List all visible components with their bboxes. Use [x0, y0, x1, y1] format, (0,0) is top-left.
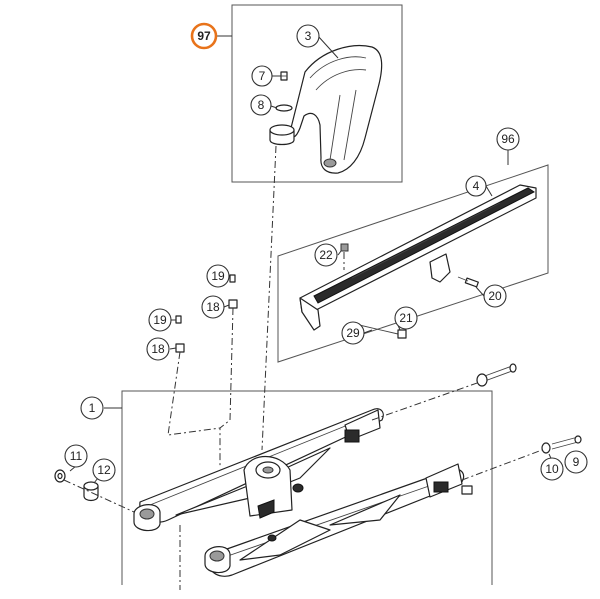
callout-18-lower-label: 18	[151, 342, 165, 356]
nut-part-22	[340, 243, 349, 252]
callout-29[interactable]: 29	[341, 321, 365, 345]
callout-1-circle	[80, 396, 104, 420]
group-frame-1	[121, 390, 493, 585]
callout-12[interactable]: 12	[92, 458, 116, 482]
nut-part-18-lower	[175, 343, 185, 353]
callout-22-circle	[314, 243, 338, 267]
callout-3-circle	[296, 24, 320, 48]
screw-part-7	[280, 71, 288, 81]
callout-19-upper[interactable]: 19	[206, 264, 230, 288]
callout-21-circle	[394, 306, 418, 330]
callout-7-label: 7	[259, 69, 266, 83]
callout-97-circle	[190, 22, 218, 50]
screw-part-21	[354, 323, 407, 339]
axis-line-97	[261, 145, 277, 451]
callout-9-label: 9	[573, 455, 580, 469]
axis-line-18-upper	[219, 307, 234, 468]
chain-guard-part	[299, 184, 537, 331]
screw-part-19-upper	[229, 274, 236, 283]
callout-8-label: 8	[258, 98, 265, 112]
callout-18-lower-circle	[146, 337, 170, 361]
callout-22[interactable]: 22	[314, 243, 338, 267]
axis-line-axle-upper	[371, 381, 481, 421]
callout-97[interactable]: 97	[190, 22, 218, 50]
callout-3[interactable]: 3	[296, 24, 320, 48]
callout-20-circle	[483, 284, 507, 308]
callout-29-label: 29	[346, 326, 360, 340]
callout-18-lower[interactable]: 18	[146, 337, 170, 361]
callout-9[interactable]: 9	[564, 450, 588, 474]
bushing-part-12	[83, 481, 99, 502]
callout-22-label: 22	[319, 248, 333, 262]
axis-line-18-lower	[167, 351, 221, 436]
callout-20-label: 20	[488, 289, 502, 303]
callout-19-lower-label: 19	[153, 313, 167, 327]
callout-19-upper-circle	[206, 264, 230, 288]
group-frame-97	[231, 4, 403, 183]
nut-part-18-upper	[228, 299, 238, 309]
callout-4-circle	[465, 175, 487, 197]
washer-part-8	[275, 104, 293, 112]
swingarm-part	[133, 408, 473, 577]
washer-part-11	[54, 469, 66, 483]
callout-1-label: 1	[89, 401, 96, 415]
callout-18-upper-label: 18	[206, 300, 220, 314]
callout-96-circle	[496, 127, 520, 151]
callout-97-label: 97	[197, 29, 211, 43]
callout-29-circle	[341, 321, 365, 345]
callout-20[interactable]: 20	[483, 284, 507, 308]
callout-11[interactable]: 11	[64, 444, 88, 468]
axle-bolt-upper	[476, 363, 517, 387]
callout-10-label: 10	[545, 462, 559, 476]
axis-line-axle-rear	[461, 449, 543, 481]
callout-96[interactable]: 96	[496, 127, 520, 151]
callout-18-upper-circle	[201, 295, 225, 319]
callout-11-label: 11	[70, 449, 83, 463]
callout-96-label: 96	[501, 132, 515, 146]
callout-7[interactable]: 7	[251, 65, 273, 87]
callout-21-label: 21	[399, 311, 413, 325]
callout-10[interactable]: 10	[540, 457, 564, 481]
callout-19-lower-circle	[148, 308, 172, 332]
callout-19-upper-label: 19	[211, 269, 225, 283]
callout-19-lower[interactable]: 19	[148, 308, 172, 332]
axle-bolt-part-9	[551, 435, 582, 450]
callout-9-circle	[564, 450, 588, 474]
group-frame-96	[277, 164, 549, 363]
washer-part-10	[541, 442, 551, 454]
chain-slider-part	[289, 45, 383, 174]
callout-1[interactable]: 1	[80, 396, 104, 420]
callout-12-circle	[92, 458, 116, 482]
axis-line-pivot	[63, 479, 135, 513]
chain-guard-screw-20	[457, 276, 479, 288]
callout-18-upper[interactable]: 18	[201, 295, 225, 319]
callout-12-label: 12	[97, 463, 111, 477]
screw-part-19-lower	[175, 315, 182, 324]
callout-4[interactable]: 4	[465, 175, 487, 197]
callout-7-circle	[251, 65, 273, 87]
callout-3-label: 3	[305, 29, 312, 43]
spacer-bushing-part	[269, 124, 295, 146]
callout-11-circle	[64, 444, 88, 468]
callout-8-circle	[250, 94, 272, 116]
callout-4-label: 4	[473, 179, 480, 193]
callout-21[interactable]: 21	[394, 306, 418, 330]
callout-8[interactable]: 8	[250, 94, 272, 116]
callout-10-circle	[540, 457, 564, 481]
